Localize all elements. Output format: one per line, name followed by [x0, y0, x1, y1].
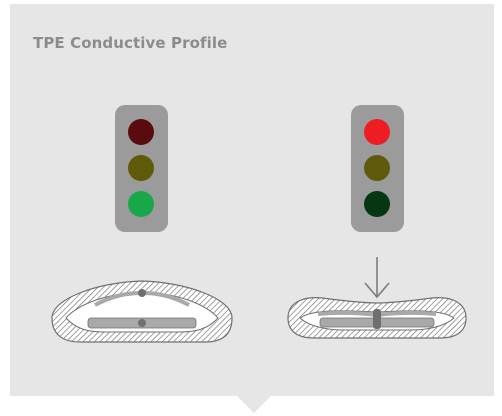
- contact-touching: [373, 309, 381, 329]
- conductive-profile-pressed: [287, 297, 467, 339]
- conductive-profile-released: [51, 280, 233, 343]
- diagram-title: TPE Conductive Profile: [33, 34, 228, 52]
- traffic-light-pressed: [351, 105, 404, 232]
- green-lamp-off: [364, 191, 390, 217]
- red-lamp-on: [364, 119, 390, 145]
- yellow-lamp-off: [364, 155, 390, 181]
- lower-contact: [138, 319, 146, 327]
- upper-contact: [138, 289, 146, 297]
- red-lamp-off: [128, 119, 154, 145]
- yellow-lamp-off: [128, 155, 154, 181]
- press-arrow-icon: [364, 257, 390, 299]
- green-lamp-on: [128, 191, 154, 217]
- traffic-light-released: [115, 105, 168, 232]
- card-pointer-arrow: [235, 394, 273, 413]
